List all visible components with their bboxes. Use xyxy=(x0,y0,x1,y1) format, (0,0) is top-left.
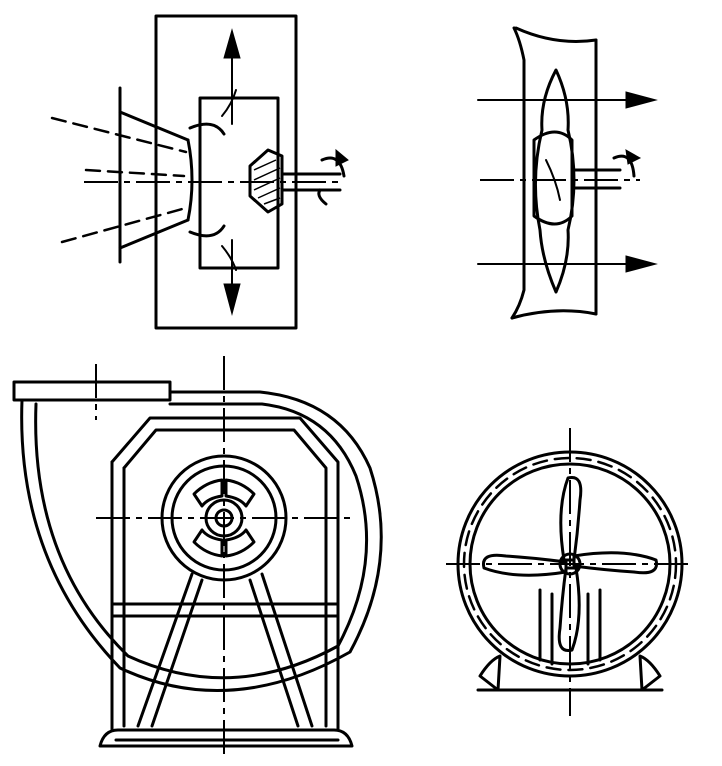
flow-curve-up xyxy=(221,89,237,117)
inflow-line-bottom xyxy=(60,206,188,244)
hub-outline xyxy=(248,148,284,214)
axial-fan-section-diagram xyxy=(477,26,658,320)
outflow-arrow-down xyxy=(223,283,241,316)
support-struts xyxy=(538,588,602,666)
flow-curve-down xyxy=(221,245,237,271)
duct-rims xyxy=(510,26,598,320)
axial-fan-front-view xyxy=(446,428,694,716)
hub-hatching xyxy=(253,159,281,205)
support-legs xyxy=(136,572,314,728)
impeller-shroud xyxy=(188,122,226,238)
centrifugal-fan-front-view xyxy=(12,356,383,760)
spoke-window-1 xyxy=(192,478,224,508)
scroll-casing-inner xyxy=(34,402,369,680)
inflow-line-top xyxy=(50,116,188,154)
blade-top xyxy=(559,475,583,562)
flow-arrow-bottom xyxy=(625,255,658,273)
centrifugal-fan-section-diagram xyxy=(50,14,349,330)
outflow-arrow-up xyxy=(223,28,241,59)
blade-left xyxy=(481,553,568,577)
axial-shaft xyxy=(570,168,622,190)
base-plate xyxy=(98,728,354,748)
frame-outer-right xyxy=(110,416,340,732)
impeller-outline xyxy=(198,96,280,270)
frame-inner xyxy=(122,428,328,728)
spoke-window-4 xyxy=(224,528,256,558)
inlet-cone xyxy=(118,110,190,250)
flow-arrow-top xyxy=(625,91,658,109)
rotation-arrow-head xyxy=(335,148,349,167)
duct-left-wall xyxy=(510,26,526,320)
spoke-window-2 xyxy=(224,478,256,508)
propeller-hub xyxy=(532,130,574,226)
axial-rotation-arrow-head xyxy=(625,149,642,165)
propeller-blade xyxy=(533,68,576,294)
outlet-duct-flange xyxy=(12,380,172,402)
blade-bottom xyxy=(557,566,581,653)
inflow-line-mid xyxy=(84,168,186,178)
spoke-window-3 xyxy=(192,528,224,558)
stand-feet xyxy=(478,654,662,692)
blade-right xyxy=(572,551,659,575)
shaft xyxy=(280,172,342,192)
inlet-throat xyxy=(186,138,194,222)
casing-outline xyxy=(154,14,298,330)
scroll-casing-outer xyxy=(20,390,383,693)
